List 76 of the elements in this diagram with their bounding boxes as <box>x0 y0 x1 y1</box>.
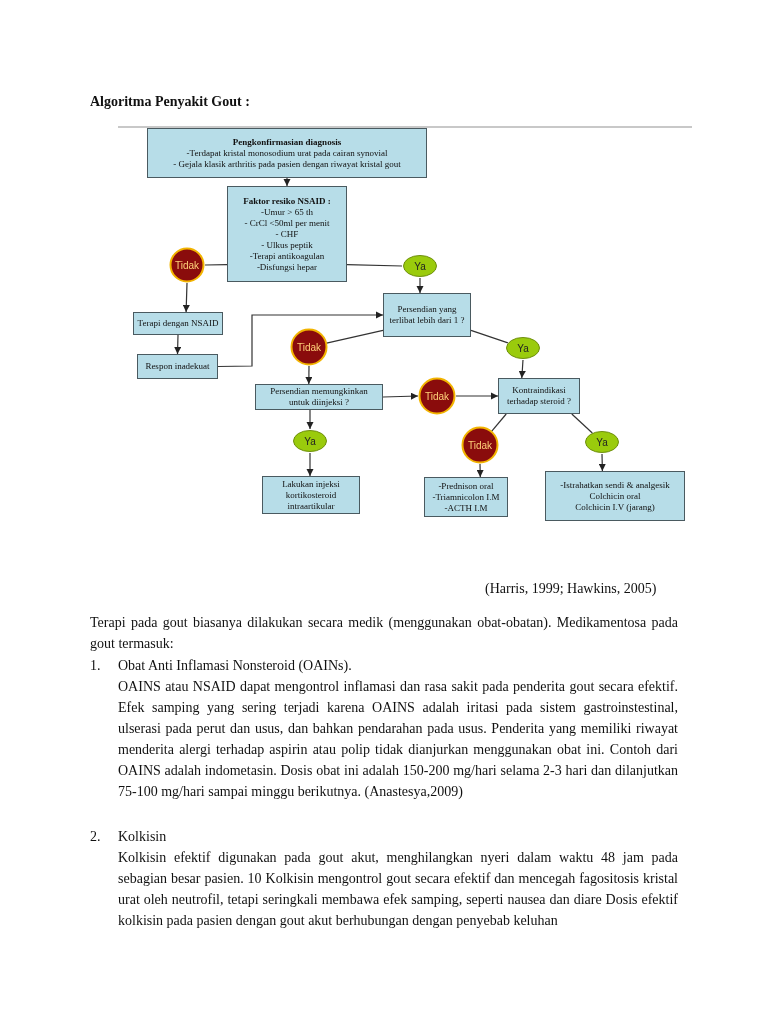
process-box <box>383 293 471 337</box>
paragraph: Terapi pada gout biasanya dilakukan secara medik (menggunakan obat-obatan). Medikamentosa pada gout termasuk: <box>90 614 678 653</box>
paragraph: OAINS atau NSAID dapat mengontrol inflamasi dan rasa sakit pada penderita gout secara efektif. Efek samping yang sering terjadi karena OAINS adalah iritasi pada sistem gastroinstestinal, ulserasi pada perut dan usus, dan bahkan pendarahan pada usus. Penderita yang memiliki riwayat menderita alergi terhadap aspirin atau polip tidak dianjurkan menggunakan obat ini. Contoh dari OAINS adalah indometasin. Dosis obat ini adalah 150-200 mg/hari selama 2-3 hari dan dilanjutkan 75-100 mg/hari sampai minggu berikutnya. (Anastesya,2009) <box>118 678 678 801</box>
connector-line <box>571 413 593 434</box>
box-text: -Terdapat kristal monosodium urat pada cairan synovial <box>186 147 388 159</box>
process-box <box>255 384 383 410</box>
box-text: Ya <box>414 260 426 272</box>
box-text: Persendian yang terlibat lebih dari 1 ? <box>388 304 466 326</box>
box-text: -Umur > 65 th <box>261 206 313 218</box>
process-box <box>262 476 360 514</box>
process-box <box>137 354 218 379</box>
arrow <box>416 277 424 294</box>
box-text: Terapi dengan NSAID <box>137 318 219 329</box>
box-text: - CHF <box>275 228 299 240</box>
paragraph: Kolkisin efektif digunakan pada gout akut, menghilangkan nyeri dalam waktu 48 jam pada sebagian besar pasien. 10 Kolkisin mengontrol gout secara efektif dan mencegah fagositosis kristal urat oleh neutrofil, tetapi seringkali membawa efek samping, seperti nausea dan diare Dosis efektif kolkisin pada pasien dengan gout akut berhubungan dengan penyebab keluhan <box>118 849 678 930</box>
box-text: Colchicin I.V (jarang) <box>575 501 655 513</box>
no-circle <box>418 377 456 415</box>
box-text: Lakukan injeksi kortikosteroid intraartikular <box>281 478 341 512</box>
box-text: -Triamnicolon I.M <box>432 491 500 503</box>
no-circle <box>290 328 328 366</box>
box-text: Tidak <box>174 259 200 271</box>
arrow <box>306 452 314 477</box>
arrow <box>455 392 499 400</box>
box-text: Colchicin oral <box>589 490 641 502</box>
box-text: - Ulkus peptik <box>261 239 313 251</box>
process-box <box>227 186 347 282</box>
box-text: Ya <box>517 342 529 354</box>
process-box <box>545 471 685 521</box>
arrow <box>598 453 606 472</box>
connector-line <box>204 264 228 266</box>
arrow <box>182 282 190 313</box>
process-box <box>424 477 508 517</box>
yes-oval <box>505 336 541 360</box>
box-text: - Gejala klasik arthritis pada pasien dengan riwayat kristal gout <box>173 158 401 170</box>
no-circle <box>169 247 205 283</box>
yes-oval <box>402 254 438 278</box>
list-number: 1. <box>90 657 102 675</box>
arrow <box>382 392 419 400</box>
list-number: 2. <box>90 828 102 846</box>
list-heading: Kolkisin <box>118 828 168 846</box>
box-heading: Faktor resiko NSAID : <box>243 195 331 207</box>
list-heading: Obat Anti Inflamasi Nonsteroid (OAINs). <box>118 657 353 675</box>
box-text: Tidak <box>424 390 450 402</box>
yes-oval <box>292 429 328 453</box>
box-text: Tidak <box>467 439 493 451</box>
box-text: Kontraindikasi terhadap steroid ? <box>506 385 572 407</box>
arrow <box>518 359 526 379</box>
process-box <box>498 378 580 414</box>
box-text: Respon inadekuat <box>145 361 210 372</box>
arrow <box>306 409 314 430</box>
process-box <box>147 128 427 178</box>
connector-line <box>491 413 507 432</box>
box-text: -ACTH I.M <box>444 502 488 514</box>
arrow <box>283 177 291 187</box>
box-text: - CrCl <50ml per menit <box>244 217 330 229</box>
box-text: Ya <box>304 435 316 447</box>
box-text: -Prednison oral <box>438 480 494 492</box>
box-text: -Terapi antikoagulan <box>249 250 325 262</box>
arrow <box>305 365 313 385</box>
connector-line <box>346 264 403 267</box>
box-text: -Disfungsi hepar <box>256 261 318 273</box>
box-heading: Pengkonfirmasian diagnosis <box>232 136 342 148</box>
arrow <box>476 463 484 478</box>
no-circle <box>461 426 499 464</box>
arrow <box>174 334 182 355</box>
box-text: -Istrahatkan sendi & analgesik <box>560 479 670 491</box>
arrow <box>217 311 384 368</box>
box-text: Tidak <box>296 341 322 353</box>
connector-line <box>326 329 384 344</box>
page-title: Algoritma Penyakit Gout : <box>90 94 250 110</box>
connector-line <box>470 329 509 344</box>
process-box <box>133 312 223 335</box>
box-text: Persendian memungkinkan untuk diinjeksi ? <box>269 386 369 408</box>
box-text: Ya <box>596 436 608 448</box>
citation: (Harris, 1999; Hawkins, 2005) <box>485 580 658 598</box>
yes-oval <box>584 430 620 454</box>
